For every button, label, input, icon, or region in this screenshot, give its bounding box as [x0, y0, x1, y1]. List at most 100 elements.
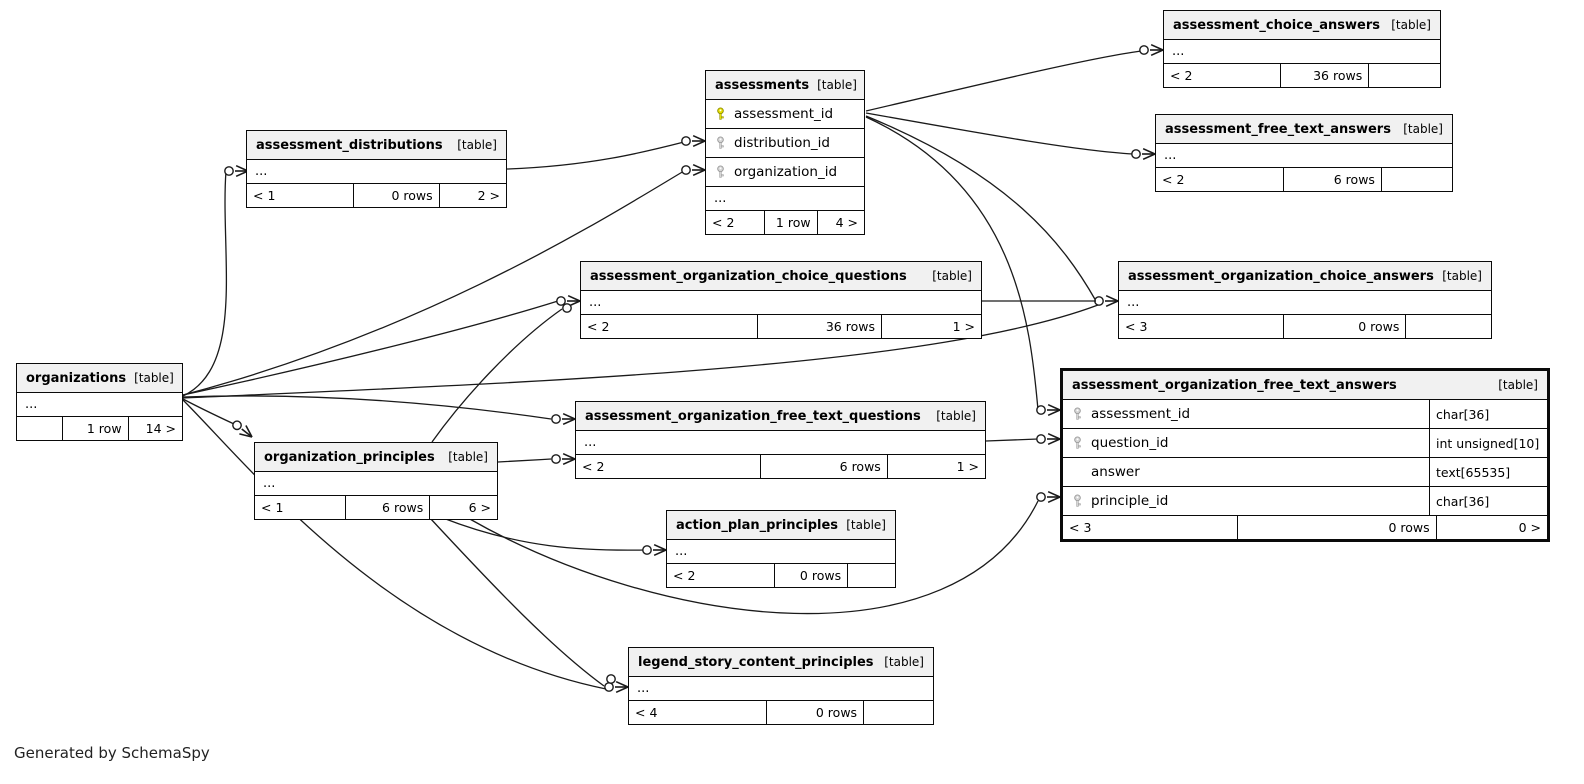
zero-or-many-dot: [681, 136, 691, 146]
table-name: legend_story_content_principles: [638, 654, 874, 670]
column-type: char[36]: [1429, 400, 1547, 428]
collapsed-columns-marker: ...: [247, 159, 506, 183]
zero-or-many-dot: [1036, 492, 1046, 502]
edge-path: [182, 304, 1099, 399]
zero-or-many-dot: [606, 674, 616, 684]
table-assessment_free_text_answers[interactable]: assessment_free_text_answers[table]...< …: [1155, 114, 1453, 192]
footer-parent-count: < 2: [582, 459, 605, 474]
collapsed-columns-marker: ...: [629, 676, 933, 700]
table-type-tag: [table]: [1391, 18, 1431, 32]
table-header: assessment_organization_choice_answers[t…: [1119, 262, 1491, 290]
edge-path: [865, 116, 1039, 411]
table-header: assessment_organization_free_text_questi…: [576, 402, 985, 430]
footer-parent-count: < 4: [635, 705, 658, 720]
footer-row-count: 6 rows: [1283, 168, 1381, 191]
zero-or-many-dot: [1139, 45, 1149, 55]
column-row: distribution_id: [706, 128, 864, 157]
edge-organizations-to-assessment_distributions: [182, 164, 249, 397]
table-assessment_organization_free_text_questions[interactable]: assessment_organization_free_text_questi…: [575, 401, 986, 479]
table-assessment_organization_choice_answers[interactable]: assessment_organization_choice_answers[t…: [1118, 261, 1492, 339]
crow-foot-terminator: [551, 412, 576, 426]
footer-row-count: 36 rows: [1279, 64, 1368, 87]
zero-or-many-dot: [642, 545, 652, 555]
footer-parent-count: < 2: [712, 215, 735, 230]
column-type: char[36]: [1429, 487, 1547, 515]
table-header: assessment_free_text_answers[table]: [1156, 115, 1452, 143]
column-type: int unsigned[10]: [1429, 429, 1547, 457]
footer-child-count: 1 >: [881, 315, 981, 338]
edge-path: [182, 399, 607, 690]
footer-row-count: 0 rows: [1237, 516, 1435, 539]
footer-row-count: 6 rows: [344, 496, 430, 519]
edge-organizations-to-assessment_organization_free_text_questions: [182, 395, 576, 426]
edge-path: [429, 517, 605, 687]
zero-or-many-dot: [556, 296, 566, 306]
crow-foot-terminator: [1131, 147, 1156, 161]
collapsed-columns-marker: ...: [1164, 39, 1440, 63]
footer-child-count: 4 >: [816, 211, 864, 234]
crow-foot-terminator: [1139, 43, 1164, 57]
collapsed-columns-marker: ...: [1156, 143, 1452, 167]
generated-by-note: Generated by SchemaSpy: [14, 744, 210, 762]
footer-row-count: 1 row: [764, 211, 816, 234]
crow-foot-terminator: [1036, 490, 1061, 504]
foreign-key-icon: [1063, 494, 1091, 508]
edge-path: [985, 438, 1039, 442]
edge-organizations-to-organization_principles: [182, 398, 253, 438]
footer-row-count: 6 rows: [760, 455, 887, 478]
table-type-tag: [table]: [134, 371, 174, 385]
footer-row-count: 0 rows: [353, 184, 438, 207]
table-name: assessment_organization_choice_questions: [590, 268, 907, 284]
crow-foot-terminator: [232, 420, 253, 438]
table-header: assessment_organization_choice_questions…: [581, 262, 981, 290]
crow-foot-terminator: [1036, 403, 1061, 417]
table-assessment_organization_choice_questions[interactable]: assessment_organization_choice_questions…: [580, 261, 982, 339]
table-footer: < 2 6 rows: [1156, 167, 1452, 191]
edge-assessments-to-assessment_choice_answers: [865, 43, 1164, 112]
footer-child-count: 2 >: [438, 184, 506, 207]
table-type-tag: [table]: [1442, 269, 1482, 283]
crow-foot-terminator: [556, 294, 581, 308]
foreign-key-icon: [706, 136, 734, 150]
table-legend_story_content_principles[interactable]: legend_story_content_principles[table]..…: [628, 647, 934, 725]
edge-path: [431, 308, 563, 443]
table-name: assessment_choice_answers: [1173, 17, 1380, 33]
footer-parent-count: < 1: [261, 500, 284, 515]
zero-or-many-dot: [551, 414, 561, 424]
table-header: assessments[table]: [706, 71, 864, 99]
crow-foot-terminator: [642, 543, 667, 557]
table-type-tag: [table]: [932, 269, 972, 283]
footer-parent-count: < 2: [1162, 172, 1185, 187]
foreign-key-icon: [1063, 436, 1091, 450]
collapsed-columns-marker: ...: [581, 290, 981, 314]
table-type-tag: [table]: [846, 518, 886, 532]
edge-organization_principles-to-action_plan_principles: [442, 517, 667, 557]
footer-row-count: 36 rows: [757, 315, 881, 338]
edge-path: [182, 395, 552, 420]
edge-path: [506, 141, 685, 170]
crow-foot-terminator: [681, 134, 706, 148]
table-assessment_organization_free_text_answers[interactable]: assessment_organization_free_text_answer…: [1060, 368, 1550, 542]
foreign-key-icon: [706, 165, 734, 179]
table-type-tag: [table]: [448, 450, 488, 464]
edge-path: [182, 170, 685, 396]
collapsed-columns-marker: ...: [576, 430, 985, 454]
zero-or-many-dot: [1094, 296, 1104, 306]
